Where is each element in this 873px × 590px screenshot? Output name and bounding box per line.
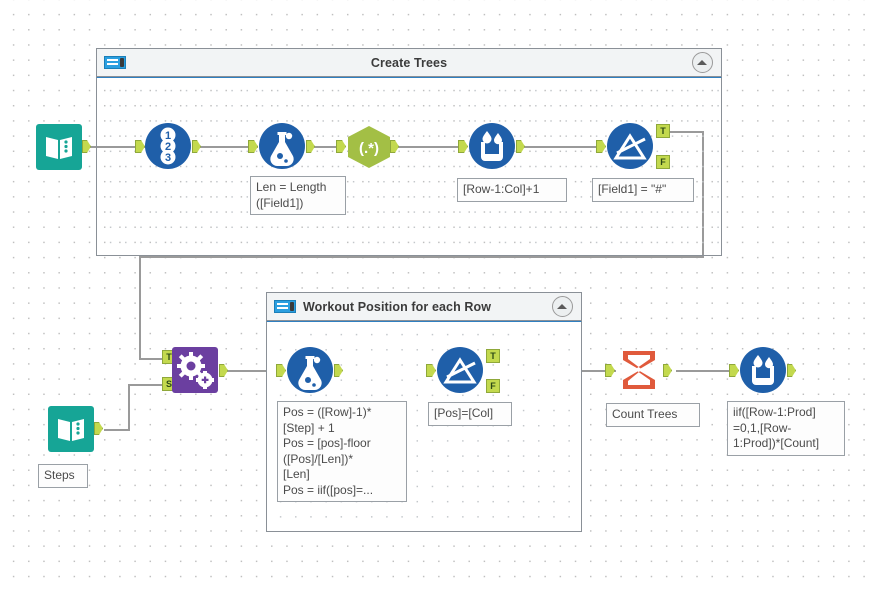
- connector-wire[interactable]: [139, 256, 141, 360]
- output-port-false[interactable]: F: [656, 155, 670, 169]
- connector-wire[interactable]: [139, 256, 704, 258]
- tool-summarize[interactable]: [605, 347, 672, 398]
- tool-generate-rows[interactable]: T S: [162, 347, 228, 393]
- output-port[interactable]: [82, 140, 91, 153]
- connector-wire[interactable]: [128, 384, 130, 430]
- tool-annotation: [Pos]=[Col]: [428, 402, 512, 426]
- tool-annotation: Pos = ([Row]-1)* [Step] + 1 Pos = [pos]-…: [277, 401, 407, 502]
- connector-wire[interactable]: [104, 429, 130, 431]
- svg-text:2: 2: [165, 141, 171, 153]
- input-port[interactable]: [248, 140, 258, 153]
- tool-formula-1[interactable]: [248, 123, 315, 169]
- input-port[interactable]: [276, 364, 286, 377]
- generate-rows-icon: [172, 347, 218, 393]
- svg-text:1: 1: [165, 130, 171, 142]
- connector-wire[interactable]: [222, 370, 286, 372]
- multi-row-formula-icon: [740, 347, 786, 393]
- tool-annotation: Len = Length ([Field1]): [250, 176, 346, 215]
- regex-icon: (.*): [348, 126, 390, 168]
- tool-regex[interactable]: (.*): [336, 124, 399, 175]
- output-port[interactable]: [219, 364, 228, 377]
- filter-icon: [437, 347, 483, 393]
- chevron-up-icon[interactable]: [552, 296, 573, 317]
- tool-annotation: [Row-1:Col]+1: [457, 178, 567, 202]
- formula-icon: [259, 123, 305, 169]
- output-port[interactable]: [787, 364, 796, 377]
- output-port[interactable]: [516, 140, 525, 153]
- input-port[interactable]: [135, 140, 145, 153]
- output-port[interactable]: [390, 140, 399, 153]
- tool-annotation: Count Trees: [606, 403, 700, 427]
- record-id-icon: 1 2 3: [145, 123, 191, 169]
- tool-text-input-1[interactable]: [36, 124, 91, 170]
- tool-multi-row-formula-2[interactable]: [729, 347, 796, 393]
- tool-filter-2[interactable]: T F: [426, 347, 500, 393]
- input-port[interactable]: [605, 364, 615, 377]
- connector-wire[interactable]: [551, 370, 616, 372]
- tool-container-icon: [274, 300, 296, 313]
- connector-wire[interactable]: [676, 370, 738, 372]
- text-input-icon: [48, 406, 94, 452]
- input-port[interactable]: [596, 140, 606, 153]
- tool-multi-row-formula-1[interactable]: [458, 123, 525, 169]
- container-header[interactable]: Workout Position for each Row: [266, 292, 582, 321]
- container-title: Workout Position for each Row: [303, 299, 492, 314]
- container-title: Create Trees: [370, 55, 448, 70]
- svg-text:(.*): (.*): [359, 140, 379, 157]
- output-port[interactable]: [94, 422, 103, 435]
- output-port-false[interactable]: F: [486, 379, 500, 393]
- summarize-icon: [623, 351, 655, 389]
- connector-wire[interactable]: [128, 384, 167, 386]
- chevron-up-icon[interactable]: [692, 52, 713, 73]
- output-port[interactable]: [192, 140, 201, 153]
- text-input-icon: [36, 124, 82, 170]
- tool-annotation: [Field1] = "#": [592, 178, 694, 202]
- input-port[interactable]: [426, 364, 436, 377]
- tool-filter-1[interactable]: T F: [596, 123, 670, 169]
- connector-wire[interactable]: [139, 358, 167, 360]
- tool-formula-2[interactable]: [276, 347, 343, 393]
- container-header[interactable]: Create Trees: [96, 48, 722, 77]
- input-port[interactable]: [729, 364, 739, 377]
- tool-annotation: iif([Row-1:Prod] =0,1,[Row- 1:Prod])*[Co…: [727, 401, 845, 456]
- input-port[interactable]: [458, 140, 468, 153]
- output-port[interactable]: [334, 364, 343, 377]
- svg-text:3: 3: [165, 152, 171, 164]
- tool-container-create-trees[interactable]: Create Trees: [96, 48, 722, 256]
- tool-record-id[interactable]: 1 2 3: [135, 123, 201, 169]
- input-port[interactable]: [336, 140, 346, 153]
- formula-icon: [287, 347, 333, 393]
- output-port[interactable]: [663, 364, 672, 377]
- multi-row-formula-icon: [469, 123, 515, 169]
- output-port-true[interactable]: T: [656, 124, 670, 138]
- output-port-true[interactable]: T: [486, 349, 500, 363]
- tool-text-input-2[interactable]: [48, 406, 103, 452]
- tool-container-icon: [104, 56, 126, 69]
- output-port[interactable]: [306, 140, 315, 153]
- filter-icon: [607, 123, 653, 169]
- tool-annotation: Steps: [38, 464, 88, 488]
